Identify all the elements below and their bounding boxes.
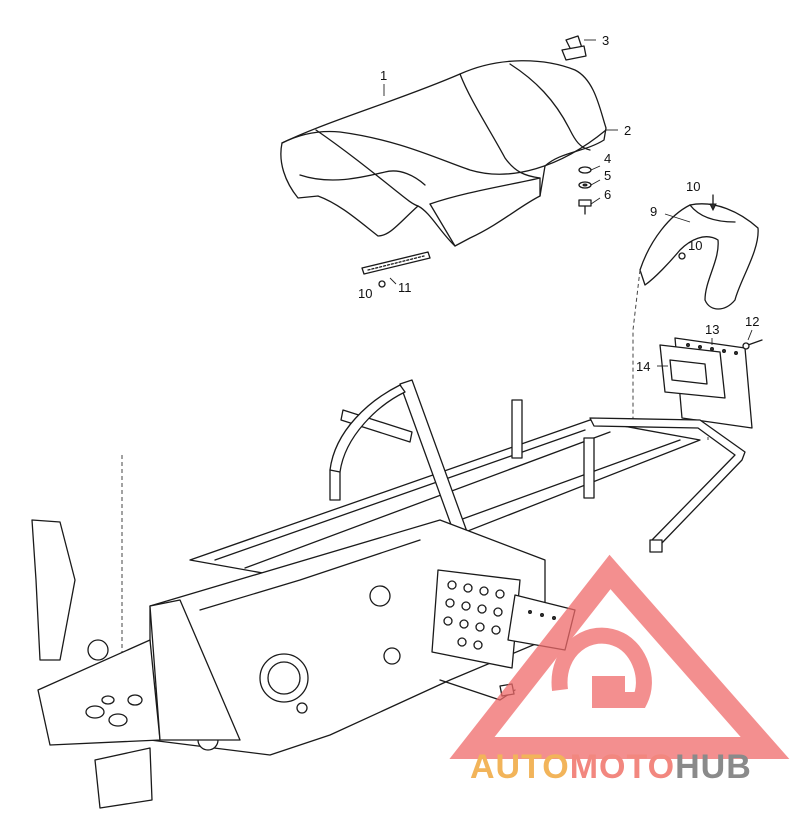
seat-cushion (280, 60, 607, 247)
watermark-logo (449, 554, 790, 759)
footrest-holes (443, 580, 505, 650)
callout-6: 6 (604, 187, 611, 202)
watermark-hub: HUB (675, 748, 752, 786)
clip-part (561, 35, 587, 61)
rear-panels (659, 337, 763, 429)
callout-labels: 1 2 3 4 5 6 9 10 10 10 11 12 13 14 (358, 33, 759, 374)
backrest-bracket (639, 194, 759, 310)
watermark-text: AUTOMOTOHUB (470, 748, 752, 786)
fastener-stack (578, 166, 592, 215)
callout-5: 5 (604, 168, 611, 183)
svg-text:AUTOMOTOHUB: AUTOMOTOHUB (470, 748, 752, 786)
callout-12: 12 (745, 314, 759, 329)
callout-11: 11 (398, 280, 412, 295)
watermark-auto: AUTO (470, 748, 570, 786)
callout-10-top: 10 (686, 179, 700, 194)
callout-10-left: 10 (358, 286, 372, 301)
callout-2: 2 (624, 123, 631, 138)
callout-4: 4 (604, 151, 611, 166)
guide-line-right (632, 269, 641, 420)
callout-9: 9 (650, 204, 657, 219)
callout-14: 14 (636, 359, 650, 374)
watermark-moto: MOTO (570, 748, 675, 786)
callout-3: 3 (602, 33, 609, 48)
seat-strip (361, 251, 431, 288)
callout-1: 1 (380, 68, 387, 83)
callout-10-mid: 10 (688, 238, 702, 253)
leader-lines (383, 39, 753, 367)
watermark-triangle-logo (449, 554, 790, 759)
callout-13: 13 (705, 322, 719, 337)
